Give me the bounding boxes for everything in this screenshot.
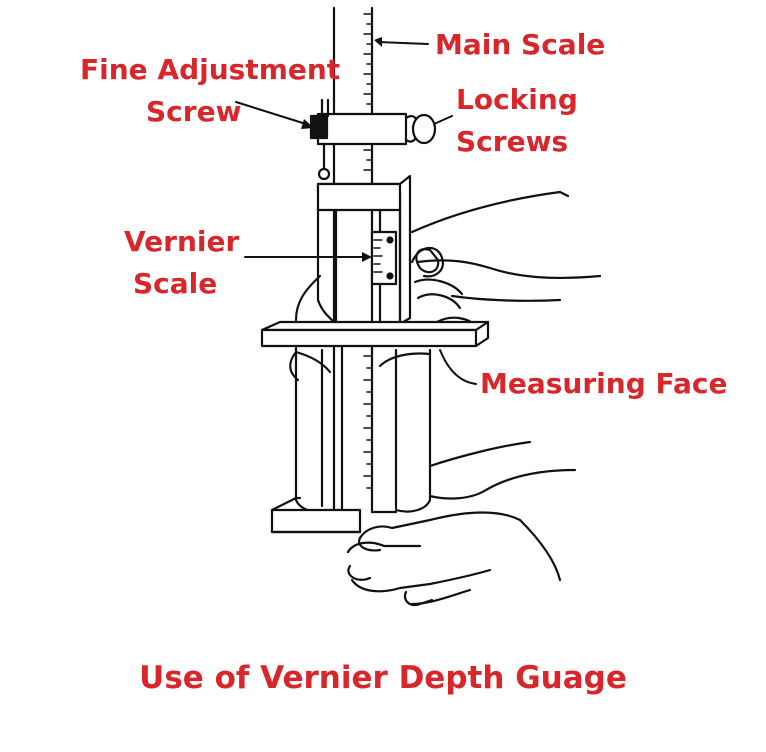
leader-main-scale	[377, 41, 429, 45]
thumb	[410, 246, 444, 278]
label-fine-adjustment-screw: Screw	[146, 95, 242, 128]
label-measuring-face: Measuring Face	[480, 367, 728, 400]
label-locking-screws: Screws	[456, 125, 569, 158]
label-locking: Locking	[456, 83, 578, 116]
fine-adjustment-assembly	[309, 98, 437, 181]
label-vernier: Vernier	[124, 225, 240, 258]
leader-locking-screws	[433, 115, 453, 125]
lower-hand	[346, 440, 577, 607]
leader-lines	[235, 37, 477, 385]
vernier-head	[316, 174, 412, 332]
figure-caption: Use of Vernier Depth Guage	[139, 660, 627, 696]
base-plate	[270, 496, 362, 534]
label-fine-adjustment: Fine Adjustment	[80, 53, 341, 86]
workpiece	[294, 346, 432, 515]
leader-measuring-face	[439, 349, 477, 385]
label-vernier-scale: Scale	[133, 267, 218, 300]
leader-fine-adjustment	[235, 101, 307, 125]
measuring-base	[260, 320, 490, 348]
label-main-scale: Main Scale	[435, 28, 606, 61]
